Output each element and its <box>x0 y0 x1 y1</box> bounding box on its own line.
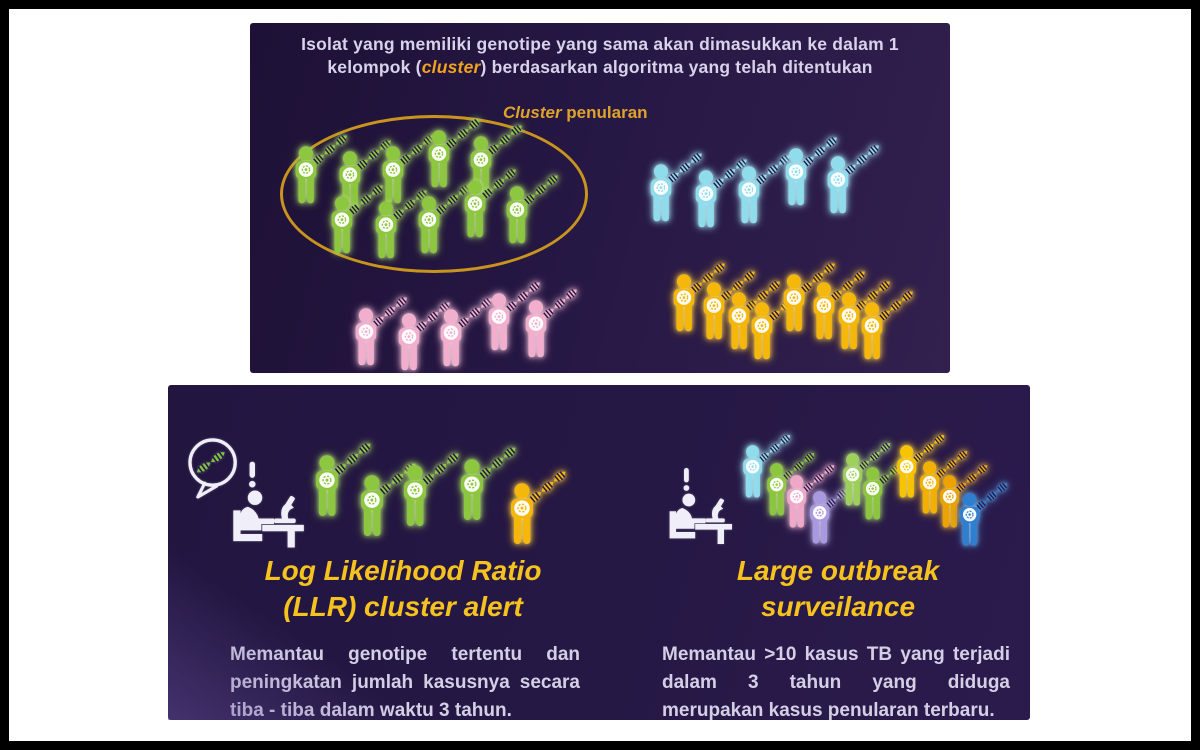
cluster-label-italic: Cluster <box>503 103 562 122</box>
bottom-panel: Log Likelihood Ratio (LLR) cluster alert… <box>168 385 1030 721</box>
cluster-ellipse-outline <box>280 115 588 273</box>
llr-title-line1: Log Likelihood Ratio <box>264 555 542 586</box>
cluster-penularan-label: Cluster penularan <box>503 103 648 123</box>
title-line2-pre: kelompok ( <box>327 57 422 77</box>
title-line1: Isolat yang memiliki genotipe yang sama … <box>301 34 899 54</box>
top-panel: Isolat yang memiliki genotipe yang sama … <box>250 23 950 373</box>
title-cluster-highlight: cluster <box>421 57 481 77</box>
outbreak-title: Large outbreak surveilance <box>636 553 1040 625</box>
cluster-label-rest: penularan <box>561 103 648 122</box>
llr-title: Log Likelihood Ratio (LLR) cluster alert <box>178 553 628 625</box>
outbreak-title-line2: surveilance <box>760 591 916 622</box>
title-line2-post: ) berdasarkan algoritma yang telah diten… <box>480 57 873 77</box>
llr-description: Memantau genotipe tertentu dan peningkat… <box>230 644 580 721</box>
outbreak-description: Memantau >10 kasus TB yang terjadi dalam… <box>662 644 1010 721</box>
top-panel-title: Isolat yang memiliki genotipe yang sama … <box>250 33 950 79</box>
llr-title-line2: (LLR) cluster alert <box>283 591 523 622</box>
outbreak-title-line1: Large outbreak <box>736 555 940 586</box>
